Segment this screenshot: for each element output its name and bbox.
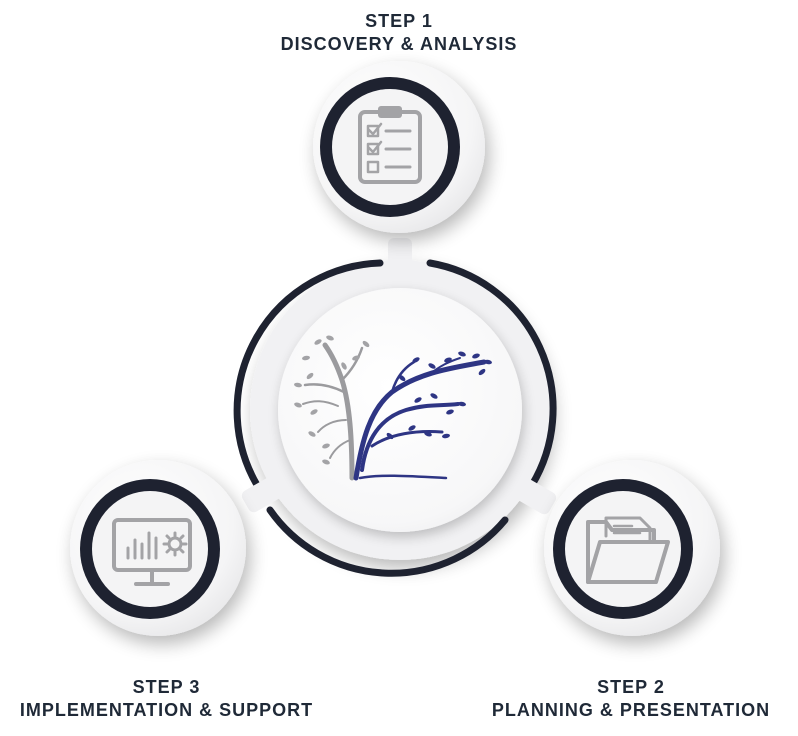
clipboard-checklist-icon bbox=[358, 106, 422, 184]
center-disc bbox=[278, 288, 522, 532]
ring-outer-arcs bbox=[233, 259, 557, 577]
folder-documents-icon bbox=[586, 516, 670, 584]
step-1-number: STEP 1 bbox=[365, 11, 433, 31]
ring-connectors bbox=[241, 238, 557, 515]
step-2-title: PLANNING & PRESENTATION bbox=[491, 699, 771, 720]
step-2-label: STEP 2 PLANNING & PRESENTATION bbox=[475, 676, 787, 721]
tree-blue-branches bbox=[353, 357, 487, 481]
step-2-inner bbox=[565, 491, 681, 607]
step-3-title: IMPLEMENTATION & SUPPORT bbox=[19, 699, 314, 720]
step-3-node bbox=[70, 460, 246, 636]
ring-arc-left bbox=[233, 259, 384, 489]
step-1-label: STEP 1 DISCOVERY & ANALYSIS bbox=[199, 10, 599, 55]
step-3-number: STEP 3 bbox=[132, 677, 201, 697]
ring-arc-right bbox=[426, 259, 557, 489]
monitor-analytics-icon bbox=[112, 518, 192, 586]
connector-top bbox=[388, 238, 412, 278]
step-1-title: DISCOVERY & ANALYSIS bbox=[280, 33, 518, 54]
tree-gray-branches bbox=[302, 342, 364, 481]
step-2-number: STEP 2 bbox=[597, 677, 665, 697]
center-ring bbox=[233, 238, 557, 577]
tree-logo-icon bbox=[294, 335, 492, 481]
step-1-node bbox=[313, 61, 485, 233]
step-3-label: STEP 3 IMPLEMENTATION & SUPPORT bbox=[0, 676, 333, 721]
step-2-node bbox=[544, 460, 720, 636]
connector-right bbox=[513, 477, 557, 515]
tree-gray-leaves bbox=[294, 335, 370, 465]
connector-left bbox=[241, 475, 285, 513]
ring-arc-bottom bbox=[266, 506, 509, 577]
tree-blue-leaves bbox=[386, 351, 492, 440]
